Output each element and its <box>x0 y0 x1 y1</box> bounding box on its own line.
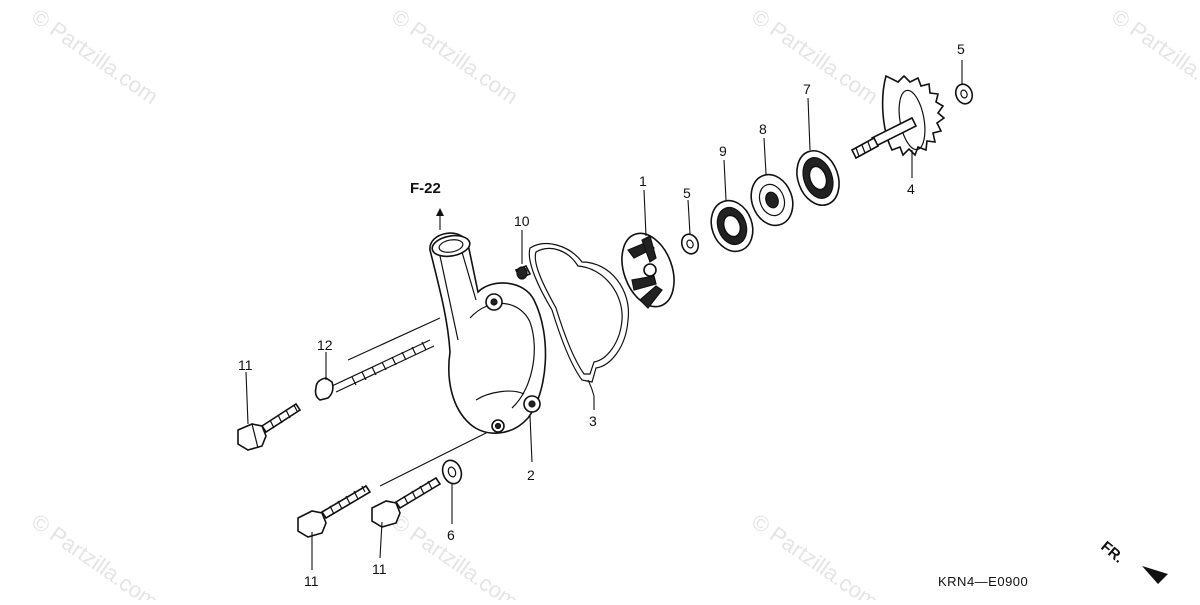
reference-label: F-22 <box>410 180 441 197</box>
callout-12: 12 <box>317 337 333 353</box>
washer-6 <box>441 459 463 485</box>
callout-labels: 1 2 3 4 5 5 6 7 8 9 10 11 11 11 12 <box>238 41 965 589</box>
callout-5-left: 5 <box>683 185 691 201</box>
leader-lines <box>245 60 963 570</box>
watermark: © Partzilla.com <box>387 509 523 600</box>
bolt-11-left <box>237 402 302 451</box>
callout-1: 1 <box>639 173 647 189</box>
callout-4: 4 <box>907 181 915 197</box>
callout-9: 9 <box>719 143 727 159</box>
reference-arrow <box>436 208 444 230</box>
bearing-9 <box>710 199 754 253</box>
watermark: © Partzilla.com <box>747 4 883 110</box>
washer-5-left <box>680 233 700 255</box>
callout-6: 6 <box>447 527 455 543</box>
callout-8: 8 <box>759 121 767 137</box>
dowel-pin-10 <box>514 264 532 280</box>
gasket-3 <box>528 243 630 383</box>
callout-3: 3 <box>589 413 597 429</box>
pump-shaft-gear-4 <box>850 74 946 160</box>
watermark-layer: © Partzilla.com © Partzilla.com © Partzi… <box>27 4 1200 605</box>
callout-11-bottom-right: 11 <box>372 561 387 577</box>
washer-5-right <box>954 83 974 105</box>
callout-5-right: 5 <box>957 41 965 57</box>
watermark: © Partzilla.com <box>1107 4 1200 110</box>
watermark: © Partzilla.com <box>387 4 523 110</box>
callout-11-left: 11 <box>238 357 253 373</box>
watermark: © Partzilla.com <box>27 4 163 110</box>
callout-10: 10 <box>514 213 530 229</box>
watermark: © Partzilla.com <box>747 509 883 600</box>
bolt-11-bottom-right <box>371 476 442 528</box>
bearing-7 <box>796 150 840 206</box>
callout-2: 2 <box>527 467 535 483</box>
oil-seal-8 <box>750 173 794 227</box>
front-direction-marker: FR. <box>1097 538 1168 584</box>
front-marker-label: FR. <box>1097 538 1126 567</box>
diagram-code: KRN4—E0900 <box>938 574 1028 589</box>
water-pump-cover-2 <box>429 232 547 434</box>
watermark: © Partzilla.com <box>27 509 163 600</box>
callout-7: 7 <box>803 81 811 97</box>
callout-11-bottom-left: 11 <box>304 573 319 589</box>
bolt-11-bottom-left <box>297 484 372 538</box>
long-bolt-12 <box>314 317 441 401</box>
impeller-1 <box>621 232 675 309</box>
